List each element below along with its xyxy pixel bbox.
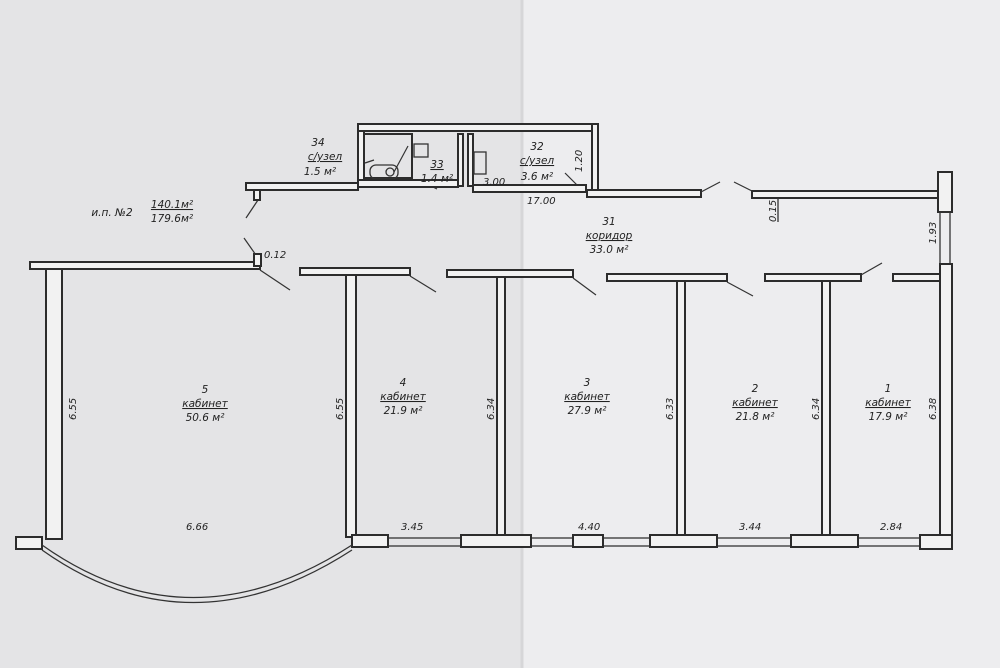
main-area: 140.1м² <box>151 199 194 211</box>
svg-text:33.0 м²: 33.0 м² <box>590 244 630 256</box>
svg-text:4: 4 <box>400 377 407 389</box>
svg-text:6.66: 6.66 <box>186 522 208 533</box>
svg-text:1.20: 1.20 <box>574 150 585 172</box>
svg-text:кабинет: кабинет <box>564 391 610 403</box>
svg-text:33: 33 <box>430 159 443 171</box>
svg-text:1.5 м²: 1.5 м² <box>304 166 337 178</box>
svg-text:1.93: 1.93 <box>928 222 939 244</box>
svg-text:6.34: 6.34 <box>486 398 497 420</box>
bathroom-block <box>357 123 599 191</box>
svg-text:32: 32 <box>530 141 544 153</box>
svg-text:34: 34 <box>311 137 324 149</box>
svg-text:3.00: 3.00 <box>483 177 505 188</box>
room-3-label: 3 кабинет 27.9 м² <box>564 377 610 417</box>
room-5-label: 5 кабинет 50.6 м² <box>182 384 228 424</box>
svg-text:2: 2 <box>752 383 759 395</box>
room-walls <box>15 253 953 604</box>
sink-icon <box>473 151 487 175</box>
room-4-label: 4 кабинет 21.9 м² <box>380 377 426 417</box>
svg-text:17.00: 17.00 <box>527 196 556 207</box>
svg-text:21.9 м²: 21.9 м² <box>384 405 424 417</box>
svg-text:кабинет: кабинет <box>182 398 228 410</box>
room-34-label: 34 с/узел 1.5 м² <box>304 137 343 178</box>
svg-text:кабинет: кабинет <box>865 397 911 409</box>
sink-icon <box>413 143 429 158</box>
svg-text:с/узел: с/узел <box>520 155 555 167</box>
svg-text:4.40: 4.40 <box>578 522 600 533</box>
svg-text:6.34: 6.34 <box>811 398 822 420</box>
bay-window-arc <box>41 544 353 599</box>
room-31-label: 31 коридор 33.0 м² <box>586 216 633 256</box>
svg-text:3.44: 3.44 <box>739 522 761 533</box>
svg-text:6.38: 6.38 <box>928 398 939 420</box>
svg-text:2.84: 2.84 <box>880 522 902 533</box>
svg-text:6.33: 6.33 <box>665 398 676 420</box>
svg-text:3: 3 <box>584 377 591 389</box>
svg-text:27.9 м²: 27.9 м² <box>568 405 608 417</box>
svg-text:с/узел: с/узел <box>308 151 343 163</box>
svg-text:коридор: коридор <box>586 230 633 242</box>
svg-text:0.15: 0.15 <box>768 200 779 222</box>
svg-text:кабинет: кабинет <box>380 391 426 403</box>
svg-text:0.12: 0.12 <box>264 250 286 261</box>
svg-text:5: 5 <box>202 384 209 396</box>
svg-text:3.6 м²: 3.6 м² <box>521 171 554 183</box>
paper-right-half <box>522 0 1000 668</box>
svg-text:21.8 м²: 21.8 м² <box>736 411 776 423</box>
svg-text:1: 1 <box>885 383 892 395</box>
svg-text:1.4 м²: 1.4 м² <box>421 173 454 185</box>
paper-left-half <box>0 0 522 668</box>
room-33-label: 33 1.4 м² <box>421 159 454 185</box>
svg-text:кабинет: кабинет <box>732 397 778 409</box>
svg-text:3.45: 3.45 <box>401 522 423 533</box>
svg-text:31: 31 <box>602 216 615 228</box>
corridor-walls <box>243 171 953 265</box>
dimensions: 6.55 6.55 6.34 6.33 6.34 6.38 1.93 0.15 … <box>68 150 939 533</box>
svg-text:50.6 м²: 50.6 м² <box>186 412 226 424</box>
unit-label: и.п. №2 <box>91 207 133 219</box>
room-32-label: 32 с/узел 3.6 м² <box>520 141 555 183</box>
svg-text:6.55: 6.55 <box>68 398 79 420</box>
svg-text:17.9 м²: 17.9 м² <box>869 411 909 423</box>
room-1-label: 1 кабинет 17.9 м² <box>865 383 911 423</box>
svg-text:6.55: 6.55 <box>335 398 346 420</box>
room-2-label: 2 кабинет 21.8 м² <box>732 383 778 423</box>
total-area: 179.6м² <box>151 213 194 225</box>
